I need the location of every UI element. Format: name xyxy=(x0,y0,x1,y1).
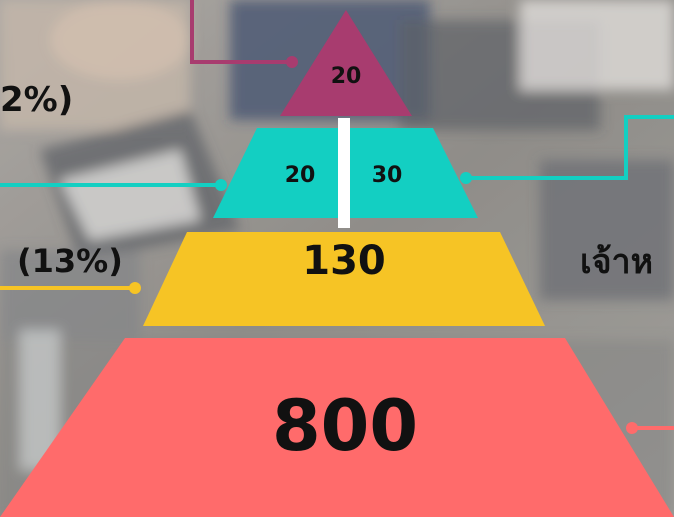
tier-third-value: 130 xyxy=(302,238,386,284)
tier-top-value: 20 xyxy=(330,64,362,89)
connector-second-right xyxy=(460,115,674,184)
tier-third xyxy=(143,232,545,326)
left-upper-label: 2%) xyxy=(0,80,74,120)
tier-base xyxy=(0,338,674,517)
right-middle-label: เจ้าห xyxy=(580,242,654,282)
left-lower-label: (13%) xyxy=(17,242,123,280)
connector-base-right xyxy=(626,422,674,434)
tier-second-left-value: 20 xyxy=(284,163,316,188)
tier-second-right-value: 30 xyxy=(371,163,403,188)
tier-top xyxy=(280,10,412,116)
tier-base-value: 800 xyxy=(271,385,419,467)
connector-top xyxy=(190,0,298,68)
tier-divider xyxy=(338,118,350,228)
connector-second-left xyxy=(0,179,227,191)
connector-third-left xyxy=(0,282,141,294)
